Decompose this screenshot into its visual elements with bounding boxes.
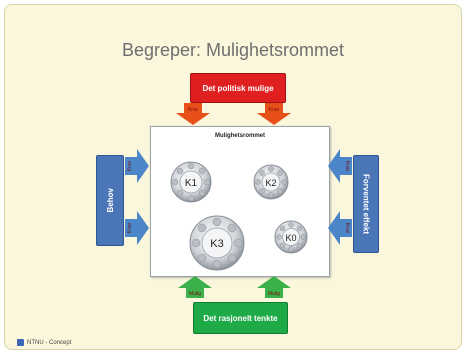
- top-arrow-right: Krav: [257, 103, 291, 125]
- footer: NTNU - Concept: [17, 339, 71, 346]
- concept-bearings: K1 K2 K3: [170, 161, 308, 271]
- expected-effect-label: Forventet effekt: [361, 173, 371, 234]
- bottom-arrow-right: Mulig: [257, 276, 291, 298]
- right-arrow-bottom: Krav: [328, 211, 352, 245]
- concept-k1: K1: [170, 161, 212, 203]
- concept-k0: K0: [274, 220, 308, 254]
- slide: Begreper: Mulighetsrommet Det politisk m…: [4, 4, 462, 350]
- left-arrow-top: Krav: [125, 149, 149, 183]
- top-arrow-left: Krav: [176, 103, 210, 125]
- needs-box: Behov: [96, 155, 124, 246]
- concept-label: K1: [185, 178, 198, 189]
- concept-label: K3: [210, 238, 223, 250]
- left-arrow-bottom: Krav: [125, 211, 149, 245]
- needs-label: Behov: [105, 188, 115, 213]
- slide-title: Begreper: Mulighetsrommet: [121, 40, 345, 60]
- space-title: Mulighetsrommet: [214, 133, 265, 139]
- concept-label: K2: [265, 178, 276, 188]
- possibility-space: Mulighetsrommet K1: [150, 126, 330, 277]
- rational-box: Det rasjonelt tenkte: [193, 302, 288, 334]
- arrow-label: Krav: [127, 222, 133, 233]
- bottom-arrow-left: Mulig: [178, 276, 212, 298]
- arrow-label: Krav: [127, 160, 133, 171]
- political-box: Det politisk mulige: [190, 73, 286, 103]
- arrow-label: Mulig: [189, 291, 201, 297]
- arrow-label: Krav: [188, 107, 199, 113]
- concept-label: K0: [285, 233, 296, 243]
- arrow-label: Mulig: [268, 291, 280, 297]
- concept-k2: K2: [253, 164, 289, 200]
- ntnu-icon: [17, 339, 24, 346]
- concept-k3: K3: [189, 215, 245, 271]
- arrow-label: Krav: [344, 223, 350, 234]
- right-arrow-top: Krav: [328, 149, 352, 183]
- footer-text: NTNU - Concept: [27, 339, 72, 346]
- expected-effect-box: Forventet effekt: [353, 155, 379, 253]
- arrow-label: Krav: [344, 161, 350, 172]
- arrow-label: Krav: [269, 107, 280, 113]
